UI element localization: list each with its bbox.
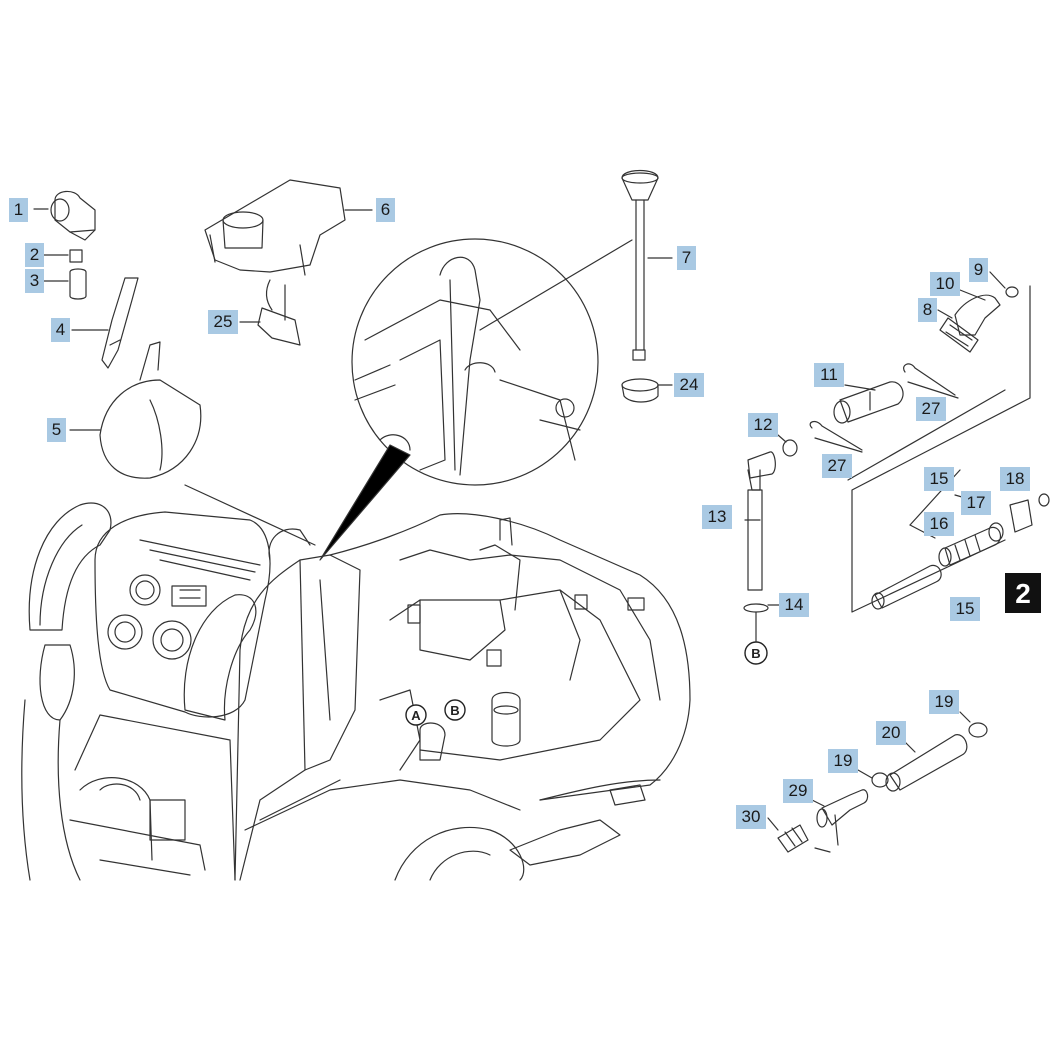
callout-13: 13 (702, 505, 732, 529)
callout-30: 30 (736, 805, 766, 829)
svg-text:B: B (751, 646, 760, 661)
callout-7: 7 (677, 246, 696, 270)
part-6-tray (204, 179, 373, 276)
callout-24: 24 (674, 373, 704, 397)
callout-27-lower: 27 (822, 454, 852, 478)
part-29-30-fitting (767, 789, 869, 853)
callout-8: 8 (918, 298, 937, 322)
callout-6: 6 (376, 198, 395, 222)
part-7-dipstick (479, 169, 673, 361)
callout-25: 25 (208, 310, 238, 334)
callout-17: 17 (961, 491, 991, 515)
figure-badge-bg (1005, 573, 1041, 613)
machine-body (21, 484, 691, 881)
part-12-13-tube (744, 434, 798, 591)
svg-text:B: B (450, 703, 459, 718)
callout-9: 9 (969, 258, 988, 282)
callout-4: 4 (51, 318, 70, 342)
callout-18: 18 (1000, 467, 1030, 491)
callout-2: 2 (25, 243, 44, 267)
detail-magnifier (319, 238, 599, 561)
callout-19-lower: 19 (828, 749, 858, 773)
part-4-lever (71, 277, 139, 369)
callout-3: 3 (25, 269, 44, 293)
callout-27-upper: 27 (916, 397, 946, 421)
part-5-cover (69, 341, 202, 479)
callout-15-upper: 15 (924, 467, 954, 491)
callout-11: 11 (814, 363, 844, 387)
part-19-20-hose (857, 711, 988, 792)
callout-14: 14 (779, 593, 809, 617)
callout-19-upper: 19 (929, 690, 959, 714)
part-8-10-elbow (937, 271, 1019, 353)
part-11-sleeve (833, 381, 904, 424)
part-27-clips (809, 363, 959, 453)
figure-badge-number: 2 (1015, 578, 1031, 609)
part-25-connector (239, 279, 301, 346)
connector-marker-b-tube: B (744, 641, 768, 665)
callout-10: 10 (930, 272, 960, 296)
part-14-oring (743, 603, 781, 613)
callout-29: 29 (783, 779, 813, 803)
part-24-ring (621, 378, 673, 403)
svg-text:A: A (411, 708, 421, 723)
part-1-valve (33, 190, 96, 241)
connector-marker-a: A (405, 704, 427, 726)
callout-12: 12 (748, 413, 778, 437)
connector-marker-b-body: B (444, 699, 466, 721)
callout-15-lower: 15 (950, 597, 980, 621)
callout-20: 20 (876, 721, 906, 745)
callout-16: 16 (924, 512, 954, 536)
callout-5: 5 (47, 418, 66, 442)
part-2-3-caps (43, 249, 87, 300)
callout-1: 1 (9, 198, 28, 222)
filter-group-frame (847, 285, 1031, 613)
